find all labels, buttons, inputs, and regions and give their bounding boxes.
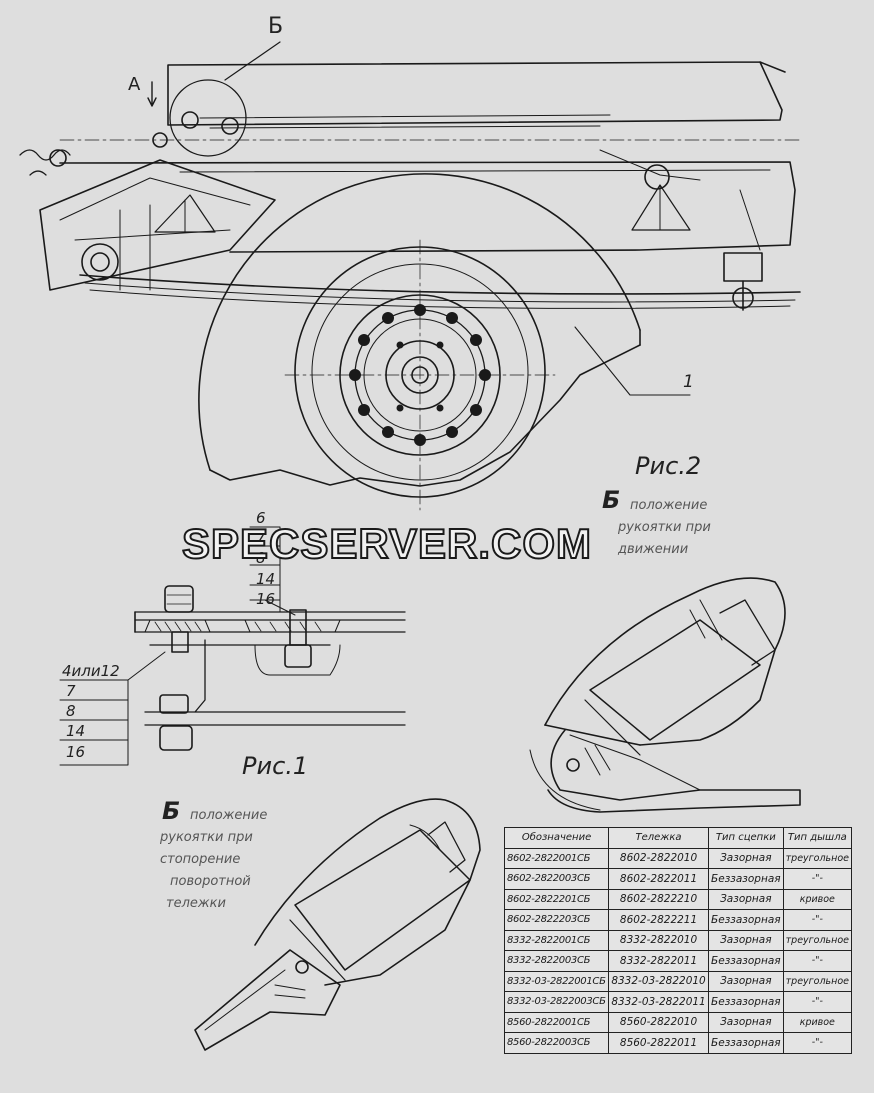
table-cell: Беззазорная: [708, 950, 784, 972]
table-cell: Зазорная: [708, 888, 784, 910]
note-b-bottom-letter: Б: [162, 797, 181, 825]
callout-top: 8: [256, 549, 266, 567]
view-b-label: Б: [268, 14, 284, 39]
header-coupling-type: Тип сцепки: [708, 827, 784, 849]
note-b-bottom-line: стопорение: [160, 852, 241, 867]
arrow-a-label: А: [128, 74, 141, 95]
callout-left: 14: [66, 722, 86, 740]
table-cell: Беззазорная: [708, 991, 784, 1013]
table-cell: 8602-2822001СБ: [503, 847, 610, 869]
callout-top: 14: [256, 570, 276, 588]
handle-locked-view: [194, 798, 481, 1051]
table-cell: 8332-2822010: [608, 929, 710, 951]
table-cell: -"-: [782, 868, 853, 890]
table-cell: Зазорная: [708, 847, 784, 869]
latch-section-view: [59, 526, 406, 766]
table-cell: Зазорная: [708, 1011, 784, 1033]
table-cell: треугольное: [782, 929, 853, 951]
table-cell: треугольное: [782, 970, 853, 992]
table-cell: -"-: [782, 950, 853, 972]
callout-left: 4или12: [62, 662, 120, 680]
table-cell: -"-: [782, 1032, 853, 1054]
table-cell: Беззазорная: [708, 1032, 784, 1054]
table-cell: 8560-2822011: [608, 1032, 710, 1054]
table-cell: кривое: [782, 888, 853, 910]
note-b-bottom-line: тележки: [166, 896, 226, 911]
watermark: SPECSERVER.COM: [181, 519, 592, 568]
table-cell: Беззазорная: [708, 868, 784, 890]
table-cell: 8602-2822003СБ: [503, 868, 610, 890]
table-cell: Зазорная: [708, 970, 784, 992]
table-cell: треугольное: [782, 847, 853, 869]
table-cell: 8332-03-2822011: [608, 991, 710, 1013]
table-cell: 8602-2822010: [608, 847, 710, 869]
figure-2-caption: Рис.2: [635, 452, 702, 480]
table-cell: 8560-2822003СБ: [503, 1032, 610, 1054]
callout-left: 16: [66, 743, 86, 761]
trailer-side-view: [19, 41, 801, 511]
table-cell: 8602-2822203СБ: [503, 909, 610, 931]
table-cell: -"-: [782, 909, 853, 931]
table-cell: 8332-03-2822010: [608, 970, 710, 992]
note-b-bottom-line: положение: [190, 808, 268, 823]
callout-top: 16: [256, 590, 276, 608]
note-b-top-line: рукоятки при: [618, 520, 711, 535]
table-cell: 8332-2822001СБ: [503, 929, 610, 951]
handle-travel-view: [529, 577, 801, 813]
table-cell: 8332-03-2822003СБ: [503, 991, 610, 1013]
table-cell: Зазорная: [708, 929, 784, 951]
table-cell: 8602-2822211: [608, 909, 710, 931]
table-cell: 8602-2822011: [608, 868, 710, 890]
table-cell: Беззазорная: [708, 909, 784, 931]
figure-1-caption: Рис.1: [242, 752, 309, 780]
header-trolley: Тележка: [608, 827, 710, 849]
callout-1: 1: [683, 372, 694, 392]
table-cell: 8602-2822201СБ: [503, 888, 610, 910]
header-drawbar-type: Тип дышла: [782, 827, 853, 849]
table-cell: 8560-2822010: [608, 1011, 710, 1033]
table-cell: 8332-2822011: [608, 950, 710, 972]
table-cell: -"-: [782, 991, 853, 1013]
table-cell: 8332-03-2822001СБ: [503, 970, 610, 992]
table-cell: 8602-2822210: [608, 888, 710, 910]
note-b-top-letter: Б: [602, 486, 621, 514]
table-header-row: Обозначение Тележка Тип сцепки Тип дышла: [503, 827, 853, 849]
note-b-bottom-line: поворотной: [170, 874, 251, 889]
callout-left: 8: [66, 702, 76, 720]
spec-table: Обозначение Тележка Тип сцепки Тип дышла…: [503, 827, 853, 1054]
callout-left: 7: [66, 682, 76, 700]
callout-top: 7: [256, 529, 266, 547]
note-b-bottom-line: рукоятки при: [160, 830, 253, 845]
note-b-top-line: положение: [630, 498, 708, 513]
callout-top: 6: [256, 509, 266, 527]
table-cell: 8332-2822003СБ: [503, 950, 610, 972]
table-cell: кривое: [782, 1011, 853, 1033]
table-cell: 8560-2822001СБ: [503, 1011, 610, 1033]
note-b-top-line: движении: [618, 542, 689, 557]
header-designation: Обозначение: [503, 827, 610, 849]
